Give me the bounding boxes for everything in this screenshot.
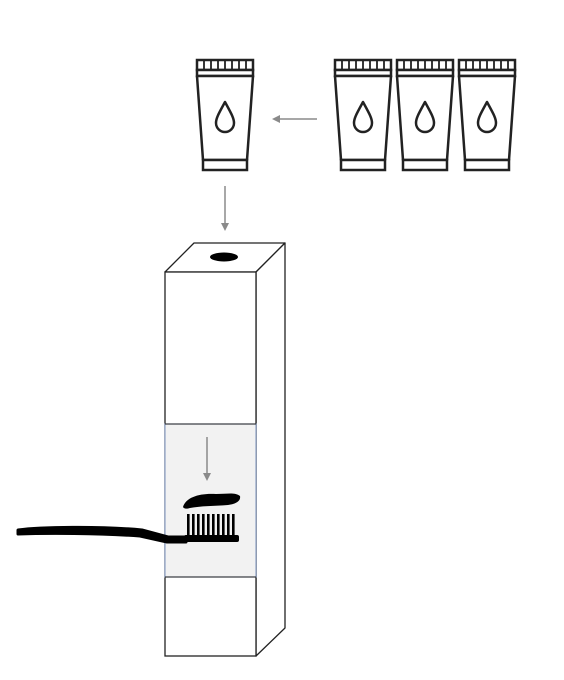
refill-tube-2 [395, 58, 455, 172]
refill-tube-3 [457, 58, 517, 172]
toothbrush-icon [16, 514, 239, 544]
dispensing-window [164, 423, 257, 578]
refill-slot [210, 252, 238, 262]
refill-tube-1 [333, 58, 393, 172]
dispenser-side [255, 242, 286, 657]
refill-tubes [333, 58, 517, 172]
loaded-tube [195, 58, 255, 172]
toothpaste-dollop [183, 493, 241, 509]
dispenser-box [164, 242, 286, 657]
